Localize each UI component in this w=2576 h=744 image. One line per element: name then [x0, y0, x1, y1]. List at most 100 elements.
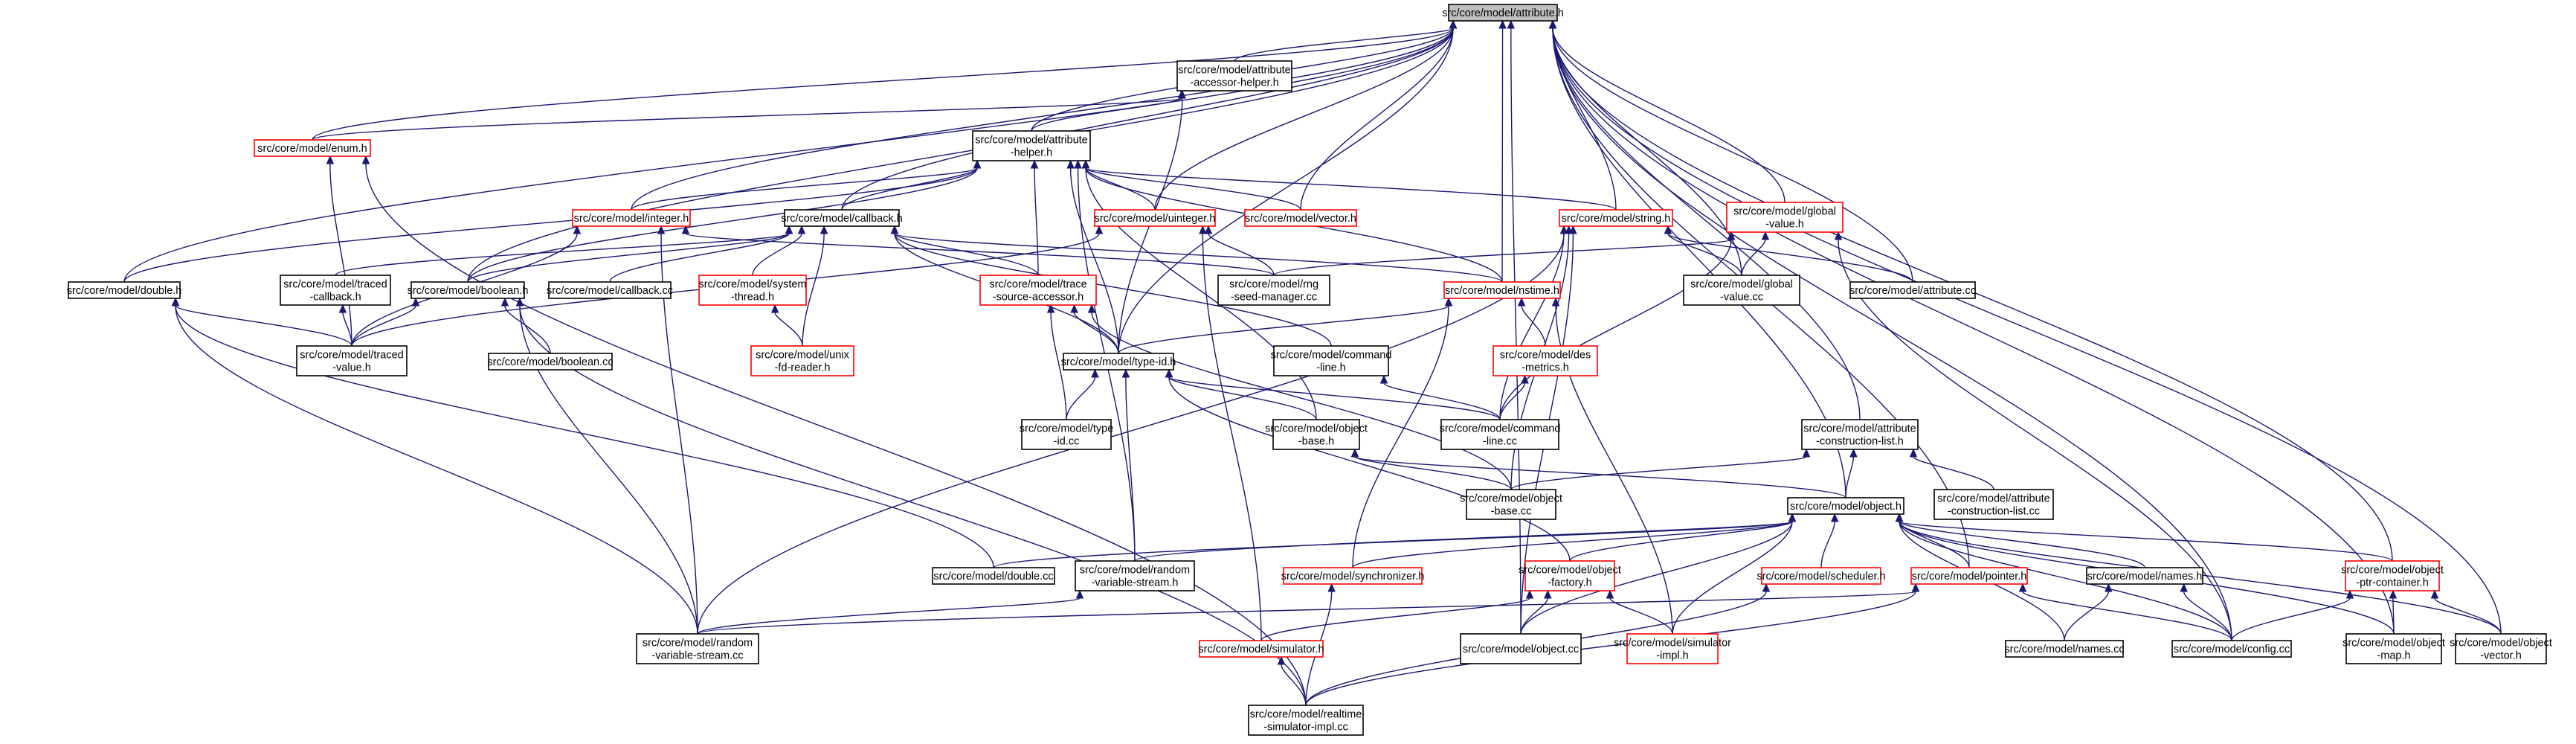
node-attribute-h[interactable]: src/core/model/attribute.h — [1442, 4, 1564, 22]
node-label: src/core/model/callback.h — [781, 213, 903, 225]
edge-config-cc-to-pointer-h — [2018, 583, 2232, 641]
edge-boolean-cc-to-boolean-h — [500, 297, 551, 354]
edge-global-value-h-to-attribute-h — [1548, 19, 1786, 203]
node-box — [2171, 640, 2292, 658]
node-double-h[interactable]: src/core/model/double.h — [67, 281, 182, 299]
node-callback-cc[interactable]: src/core/model/callback.cc — [547, 281, 673, 299]
node-box — [1626, 633, 1719, 664]
edge-type-id-h-to-nstime-h — [1118, 297, 1453, 354]
node-traced-value-h[interactable]: src/core/model/traced-value.h — [296, 345, 408, 376]
node-names-h[interactable]: src/core/model/names.h — [2086, 567, 2203, 585]
node-unix-fd-reader-h[interactable]: src/core/model/unix-fd-reader.h — [750, 345, 854, 376]
node-realtime-impl-cc[interactable]: src/core/model/realtime-simulator-impl.c… — [1248, 705, 1364, 736]
node-command-line-cc[interactable]: src/core/model/command-line.cc — [1440, 419, 1561, 450]
node-label: -id.cc — [1054, 436, 1080, 448]
node-box — [1176, 60, 1292, 92]
node-double-cc[interactable]: src/core/model/double.cc — [932, 567, 1055, 585]
node-label: src/core/model/object.cc — [1463, 644, 1579, 655]
node-label: src/core/model/vector.h — [1245, 213, 1356, 225]
node-label: src/core/model/scheduler.h — [1756, 571, 1885, 583]
edge-callback-h-to-helper-h — [841, 159, 982, 211]
node-helper-h[interactable]: src/core/model/attribute-helper.h — [972, 130, 1091, 161]
edge-object-cc-to-object-factory-h — [1520, 589, 1552, 635]
node-box — [932, 567, 1055, 585]
node-box — [1244, 209, 1357, 227]
node-random-stream-h[interactable]: src/core/model/random-variable-stream.h — [1075, 560, 1195, 591]
node-box — [1021, 419, 1112, 450]
node-box — [1443, 281, 1561, 299]
node-names-cc[interactable]: src/core/model/names.cc — [2004, 640, 2125, 658]
edge-random-stream-cc-to-boolean-h — [515, 297, 698, 635]
node-label: -ptr-container.h — [2356, 577, 2429, 589]
node-attr-construction-list-cc[interactable]: src/core/model/attribute-construction-li… — [1933, 489, 2054, 520]
node-label: src/core/model/object — [1460, 493, 1562, 505]
node-box — [2345, 560, 2440, 591]
node-global-value-cc[interactable]: src/core/model/global-value.cc — [1683, 275, 1800, 306]
node-box — [280, 275, 391, 306]
node-box — [1801, 419, 1919, 450]
node-integer-h[interactable]: src/core/model/integer.h — [572, 209, 691, 227]
node-simulator-h[interactable]: src/core/model/simulator.h — [1198, 640, 1324, 658]
node-uinteger-h[interactable]: src/core/model/uinteger.h — [1094, 209, 1216, 227]
node-callback-h[interactable]: src/core/model/callback.h — [781, 209, 903, 227]
edge-attr-construction-list-cc-to-attr-construction-list-h — [1909, 448, 1994, 490]
node-object-base-h[interactable]: src/core/model/object-base.h — [1265, 419, 1368, 450]
node-object-base-cc[interactable]: src/core/model/object-base.cc — [1460, 489, 1562, 520]
edge-traced-value-h-to-enum-h — [326, 155, 352, 347]
node-trace-source-h[interactable]: src/core/model/trace-source-accessor.h — [979, 275, 1097, 306]
node-box — [1460, 633, 1582, 664]
node-accessor-helper-h[interactable]: src/core/model/attribute-accessor-helper… — [1176, 60, 1292, 92]
edge-boolean-h-to-callback-h — [467, 225, 793, 283]
node-command-line-h[interactable]: src/core/model/command-line.h — [1271, 345, 1392, 376]
node-type-id-h[interactable]: src/core/model/type-id.h — [1061, 353, 1176, 371]
node-config-cc[interactable]: src/core/model/config.cc — [2171, 640, 2292, 658]
node-scheduler-h[interactable]: src/core/model/scheduler.h — [1756, 567, 1886, 585]
node-traced-callback-h[interactable]: src/core/model/traced-callback.h — [280, 275, 391, 306]
node-label: -base.cc — [1491, 506, 1532, 518]
node-global-value-h[interactable]: src/core/model/global-value.h — [1726, 202, 1844, 233]
node-label: src/core/model/integer.h — [574, 213, 689, 225]
edge-realtime-impl-cc-to-pointer-h — [1305, 583, 1920, 706]
node-label: -line.h — [1316, 362, 1346, 374]
edge-random-stream-h-to-type-id-h — [1121, 368, 1136, 562]
node-type-id-cc[interactable]: src/core/model/type-id.cc — [1020, 419, 1114, 450]
node-rng-seed-cc[interactable]: src/core/model/rng-seed-manager.cc — [1217, 275, 1330, 306]
node-box — [254, 139, 371, 157]
edge-command-line-cc-to-global-value-h — [1499, 231, 1736, 420]
node-synchronizer-h[interactable]: src/core/model/synchronizer.h — [1281, 567, 1425, 585]
node-box — [572, 209, 691, 227]
node-pointer-h[interactable]: src/core/model/pointer.h — [1910, 567, 2028, 585]
node-nstime-h[interactable]: src/core/model/nstime.h — [1443, 281, 1561, 299]
node-box — [2345, 633, 2442, 664]
node-label: src/core/model/realtime — [1250, 709, 1362, 721]
edge-scheduler-h-to-object-h — [1820, 513, 1839, 568]
node-label: -factory.h — [1548, 577, 1591, 589]
node-label: -vector.h — [2480, 650, 2522, 662]
edge-attribute-cc-to-string-h — [1664, 225, 1913, 283]
node-system-thread-h[interactable]: src/core/model/system-thread.h — [698, 275, 807, 306]
node-vector-h[interactable]: src/core/model/vector.h — [1244, 209, 1357, 227]
node-box — [1683, 275, 1800, 306]
node-object-cc[interactable]: src/core/model/object.cc — [1460, 633, 1582, 664]
node-label: -thread.h — [731, 292, 774, 304]
node-object-h[interactable]: src/core/model/object.h — [1787, 497, 1904, 515]
edge-realtime-impl-cc-to-enum-h — [361, 155, 1307, 706]
node-ptr-container-h[interactable]: src/core/model/object-ptr-container.h — [2341, 560, 2444, 591]
node-label: src/core/model/rng — [1229, 279, 1318, 291]
edge-ptr-container-h-to-object-h — [1895, 513, 2393, 562]
node-string-h[interactable]: src/core/model/string.h — [1559, 209, 1673, 227]
node-enum-h[interactable]: src/core/model/enum.h — [254, 139, 371, 157]
node-object-factory-h[interactable]: src/core/model/object-factory.h — [1519, 560, 1621, 591]
node-label: src/core/model/double.h — [67, 285, 182, 297]
node-boolean-cc[interactable]: src/core/model/boolean.cc — [487, 353, 614, 371]
node-object-map-h[interactable]: src/core/model/object-map.h — [2342, 633, 2445, 664]
node-random-stream-cc[interactable]: src/core/model/random-variable-stream.cc — [636, 633, 759, 664]
node-attr-construction-list-h[interactable]: src/core/model/attribute-construction-li… — [1801, 419, 1919, 450]
node-simulator-impl-h[interactable]: src/core/model/simulator-impl.h — [1614, 633, 1731, 664]
node-boolean-h[interactable]: src/core/model/boolean.h — [408, 281, 529, 299]
node-label: src/core/model/random — [643, 638, 753, 650]
edge-simulator-h-to-object-factory-h — [1260, 589, 1534, 641]
node-object-vector-h[interactable]: src/core/model/object-vector.h — [2450, 633, 2552, 664]
node-attribute-cc[interactable]: src/core/model/attribute.cc — [1849, 281, 1976, 299]
node-des-metrics-h[interactable]: src/core/model/des-metrics.h — [1493, 345, 1598, 376]
